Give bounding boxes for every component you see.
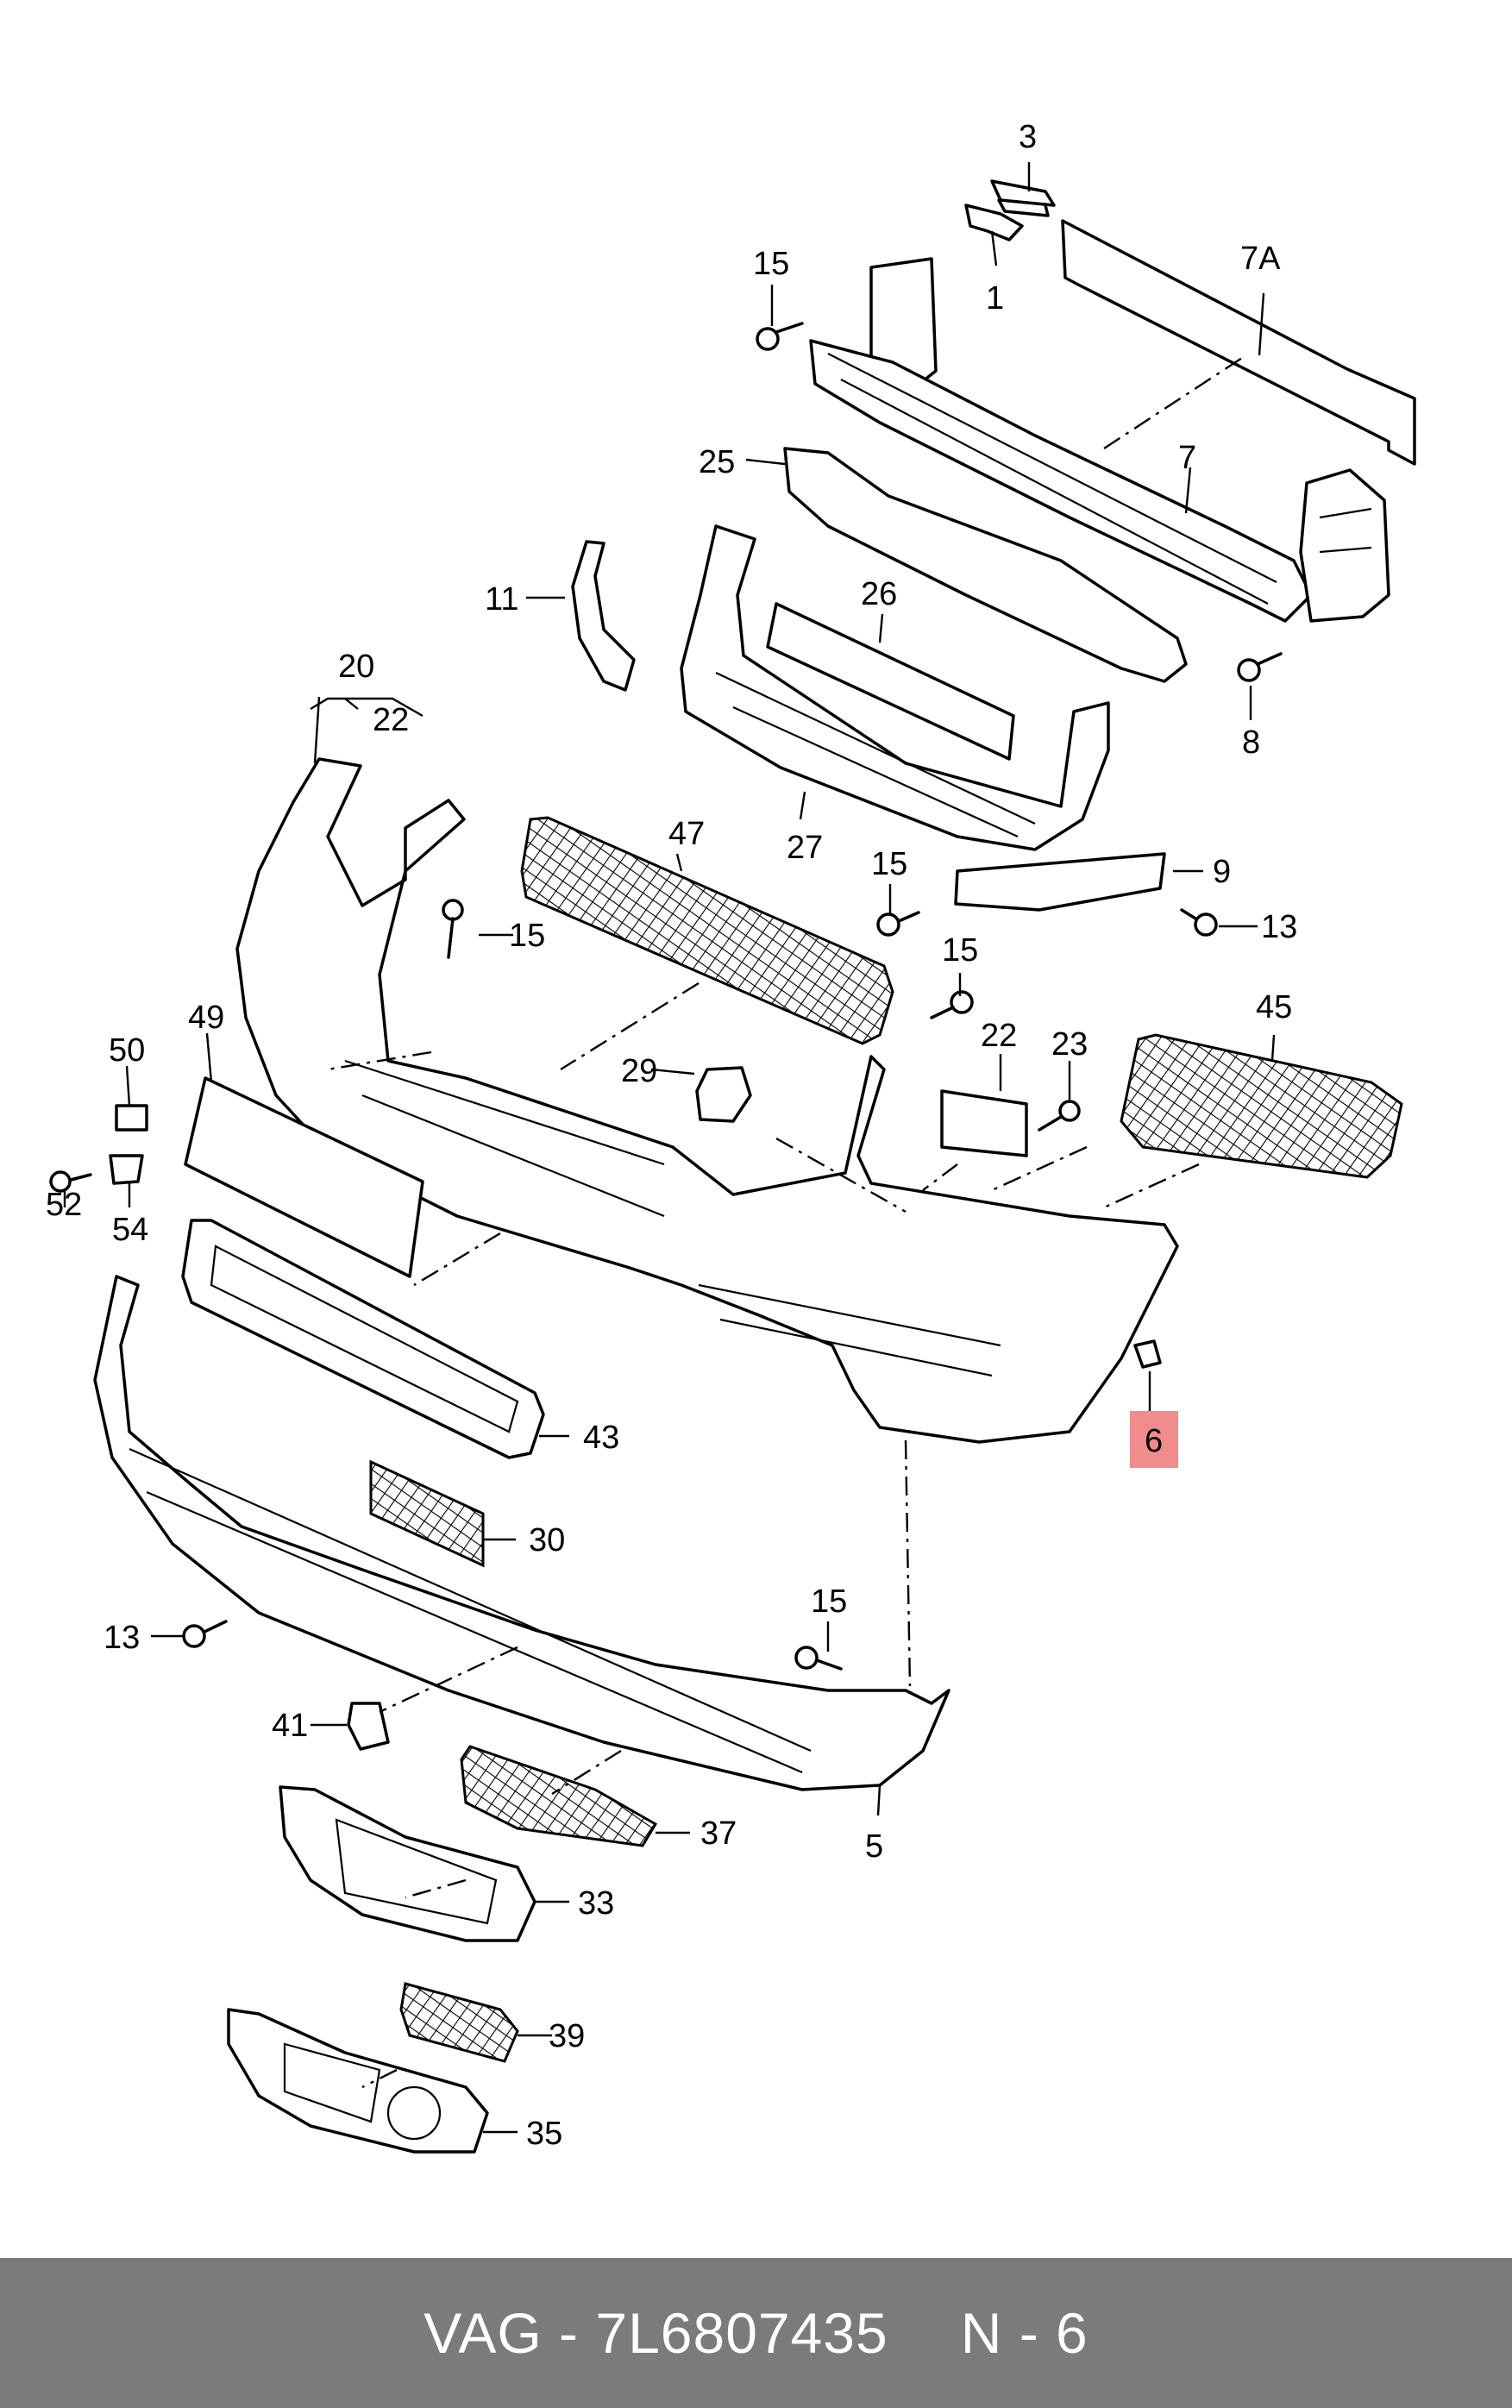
highlight-box bbox=[1130, 1411, 1178, 1468]
callout-50: 50 bbox=[109, 1032, 145, 1069]
callout-3: 3 bbox=[1019, 119, 1037, 155]
part-5-spoiler bbox=[93, 1275, 950, 1791]
part-29-tow-cap bbox=[695, 1066, 752, 1123]
callout-27: 27 bbox=[787, 830, 823, 866]
callout-35: 35 bbox=[526, 2116, 562, 2152]
part-7a-shield bbox=[1061, 219, 1416, 466]
part-49-plate-holder bbox=[184, 1076, 424, 1278]
callout-15-lower: 15 bbox=[811, 1583, 847, 1620]
fastener-54 bbox=[109, 1154, 144, 1185]
leader-lines bbox=[63, 162, 1276, 2134]
fastener-8 bbox=[1237, 652, 1283, 682]
callout-11: 11 bbox=[485, 581, 518, 618]
callout-47: 47 bbox=[668, 816, 705, 852]
callout-15-bracket: 15 bbox=[871, 846, 907, 882]
callout-labels: 3 1 7A 15 7 25 26 11 8 20 22 47 27 15 9 … bbox=[46, 119, 1297, 2152]
fastener-52 bbox=[49, 1170, 92, 1193]
callout-8: 8 bbox=[1242, 724, 1260, 761]
part-39-grille bbox=[399, 1982, 519, 2063]
part-1-bracket bbox=[964, 204, 1024, 241]
callout-39: 39 bbox=[549, 2018, 585, 2054]
callout-26: 26 bbox=[861, 576, 897, 612]
fastener-15-mid bbox=[930, 990, 974, 1019]
part-43-grille-frame bbox=[181, 1219, 545, 1459]
fastener-15-bracket bbox=[876, 911, 920, 937]
part-6-clip bbox=[1133, 1339, 1162, 1369]
fastener-15-lower bbox=[794, 1646, 843, 1671]
callout-30: 30 bbox=[529, 1522, 565, 1558]
callout-7: 7 bbox=[1178, 440, 1196, 476]
part-27-impact-absorber bbox=[680, 524, 1110, 851]
callout-9: 9 bbox=[1213, 854, 1231, 890]
part-25-reinforcement bbox=[783, 447, 1188, 683]
part-33-frame bbox=[279, 1785, 536, 1942]
part-7-carrier bbox=[809, 257, 1390, 623]
part-22-bracket bbox=[940, 1089, 1028, 1157]
callout-29: 29 bbox=[621, 1053, 657, 1089]
callout-37: 37 bbox=[700, 1815, 737, 1852]
callout-13-bracket: 13 bbox=[1261, 909, 1297, 945]
fastener-13-lower bbox=[182, 1620, 228, 1648]
part-26-absorber bbox=[766, 602, 1015, 761]
callout-15-mid: 15 bbox=[942, 932, 978, 969]
part-41-cap bbox=[347, 1702, 390, 1751]
part-30-grille bbox=[369, 1459, 485, 1568]
assembly-lines bbox=[327, 356, 1243, 2089]
part-11-guide bbox=[571, 540, 636, 692]
exploded-parts-diagram: 3 1 7A 15 7 25 26 11 8 20 22 47 27 15 9 … bbox=[46, 119, 1416, 2154]
callout-49: 49 bbox=[188, 1000, 224, 1036]
callout-41: 41 bbox=[272, 1708, 308, 1744]
callout-1: 1 bbox=[986, 280, 1004, 317]
callout-15-left: 15 bbox=[509, 918, 545, 954]
callout-33: 33 bbox=[578, 1885, 614, 1922]
position-number: N - 6 bbox=[960, 2301, 1089, 2365]
fastener-15-left bbox=[442, 899, 464, 959]
callout-22-mid: 22 bbox=[981, 1018, 1017, 1054]
part-footer-bar: VAG - 7L6807435 N - 6 bbox=[0, 2258, 1512, 2408]
callout-43: 43 bbox=[583, 1420, 619, 1456]
part-9-bracket bbox=[954, 852, 1166, 912]
part-code: VAG - 7L6807435 bbox=[423, 2301, 888, 2365]
callout-20: 20 bbox=[338, 649, 374, 685]
callout-22-top: 22 bbox=[373, 702, 409, 738]
part-45-side-grille bbox=[1120, 1033, 1403, 1179]
part-35-frame bbox=[227, 2008, 489, 2154]
part-37-grille bbox=[460, 1745, 658, 1847]
fastener-50 bbox=[115, 1104, 148, 1132]
callout-52: 52 bbox=[46, 1187, 82, 1223]
callout-25: 25 bbox=[699, 444, 735, 480]
callout-45: 45 bbox=[1256, 989, 1292, 1025]
callout-6: 6 bbox=[1145, 1423, 1163, 1459]
callout-7a: 7A bbox=[1240, 241, 1281, 277]
callout-13-lower: 13 bbox=[104, 1620, 140, 1656]
callout-54: 54 bbox=[112, 1212, 148, 1248]
fastener-13-bracket bbox=[1180, 908, 1218, 937]
callout-15-top: 15 bbox=[753, 246, 789, 282]
callout-23: 23 bbox=[1051, 1026, 1088, 1063]
fastener-23 bbox=[1038, 1100, 1081, 1132]
part-47-upper-grille bbox=[520, 816, 894, 1045]
fastener-15-top bbox=[756, 322, 804, 351]
callout-5: 5 bbox=[865, 1828, 883, 1865]
part-3-clip bbox=[990, 179, 1056, 217]
